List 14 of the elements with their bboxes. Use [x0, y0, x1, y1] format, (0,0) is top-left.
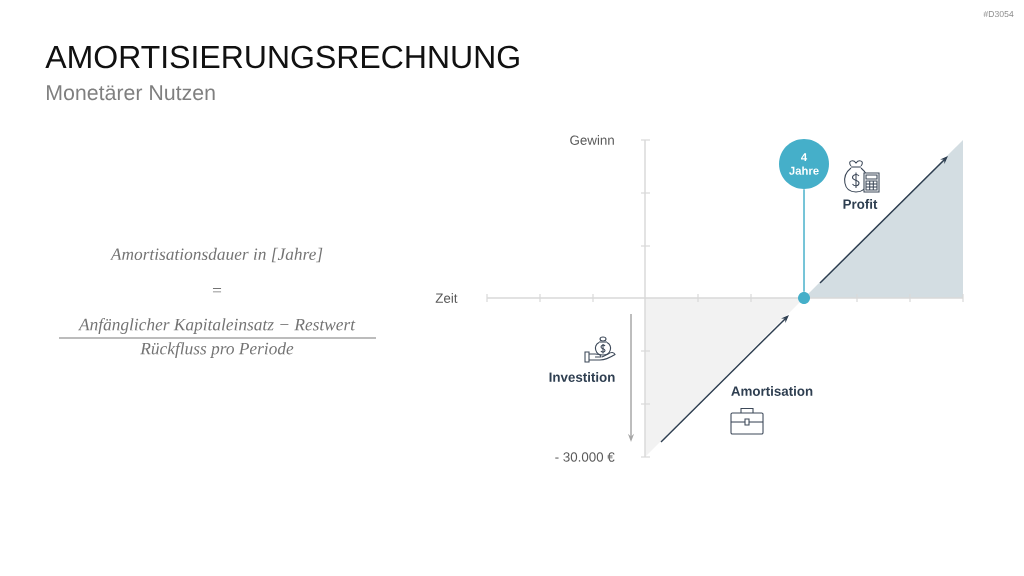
document-code: #D3054 [983, 10, 1014, 18]
area-label: Investition [549, 372, 615, 382]
area-label: Amortisation [731, 386, 813, 396]
slide-title: AMORTISIERUNGSRECHNUNG [45, 45, 519, 69]
formula-text: Amortisationsdauer in [Jahre] [110, 247, 323, 263]
denominator-text: Rückfluss pro Periode [140, 342, 294, 358]
axis-label: Gewinn [570, 135, 614, 145]
equals-sign: = [213, 288, 222, 293]
numerator-text: Anfänglicher Kapitaleinsatz − Restwert [78, 318, 356, 334]
axis-label: Zeit [435, 293, 458, 303]
value-label: - 30.000 € [555, 452, 615, 462]
area-label: Profit [843, 199, 878, 209]
subtitle: Monetärer Nutzen [47, 85, 215, 101]
leader-line [803, 188, 805, 293]
